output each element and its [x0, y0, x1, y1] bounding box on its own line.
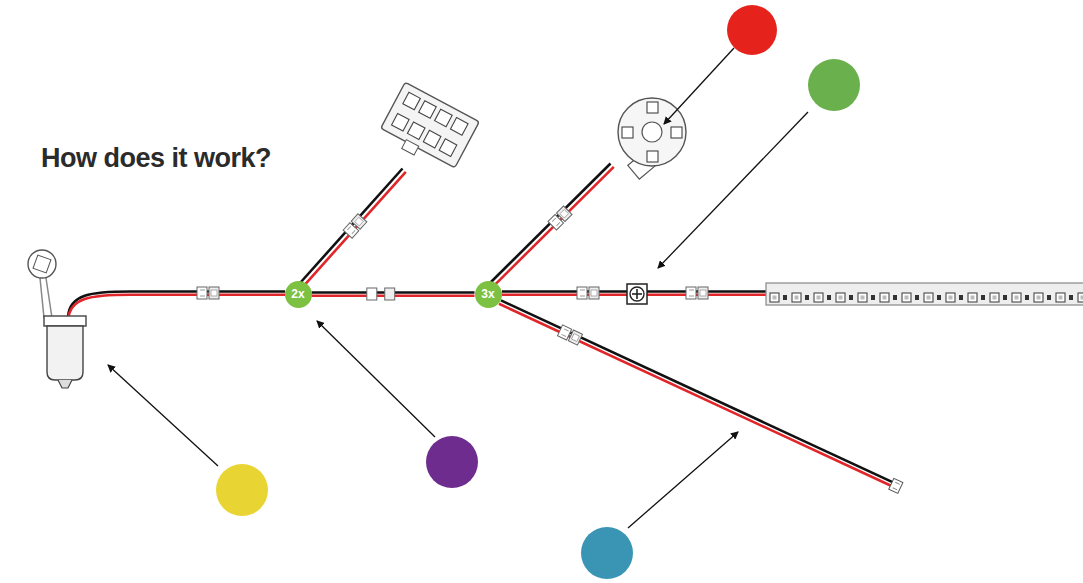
title: How does it work?: [41, 143, 271, 174]
wire-pair: [312, 288, 475, 300]
splitter-circle: 2x: [285, 281, 312, 308]
splitter-circle: 3x: [475, 281, 502, 308]
splitter-count: 3x: [481, 287, 494, 301]
splitter-count: 2x: [291, 287, 304, 301]
